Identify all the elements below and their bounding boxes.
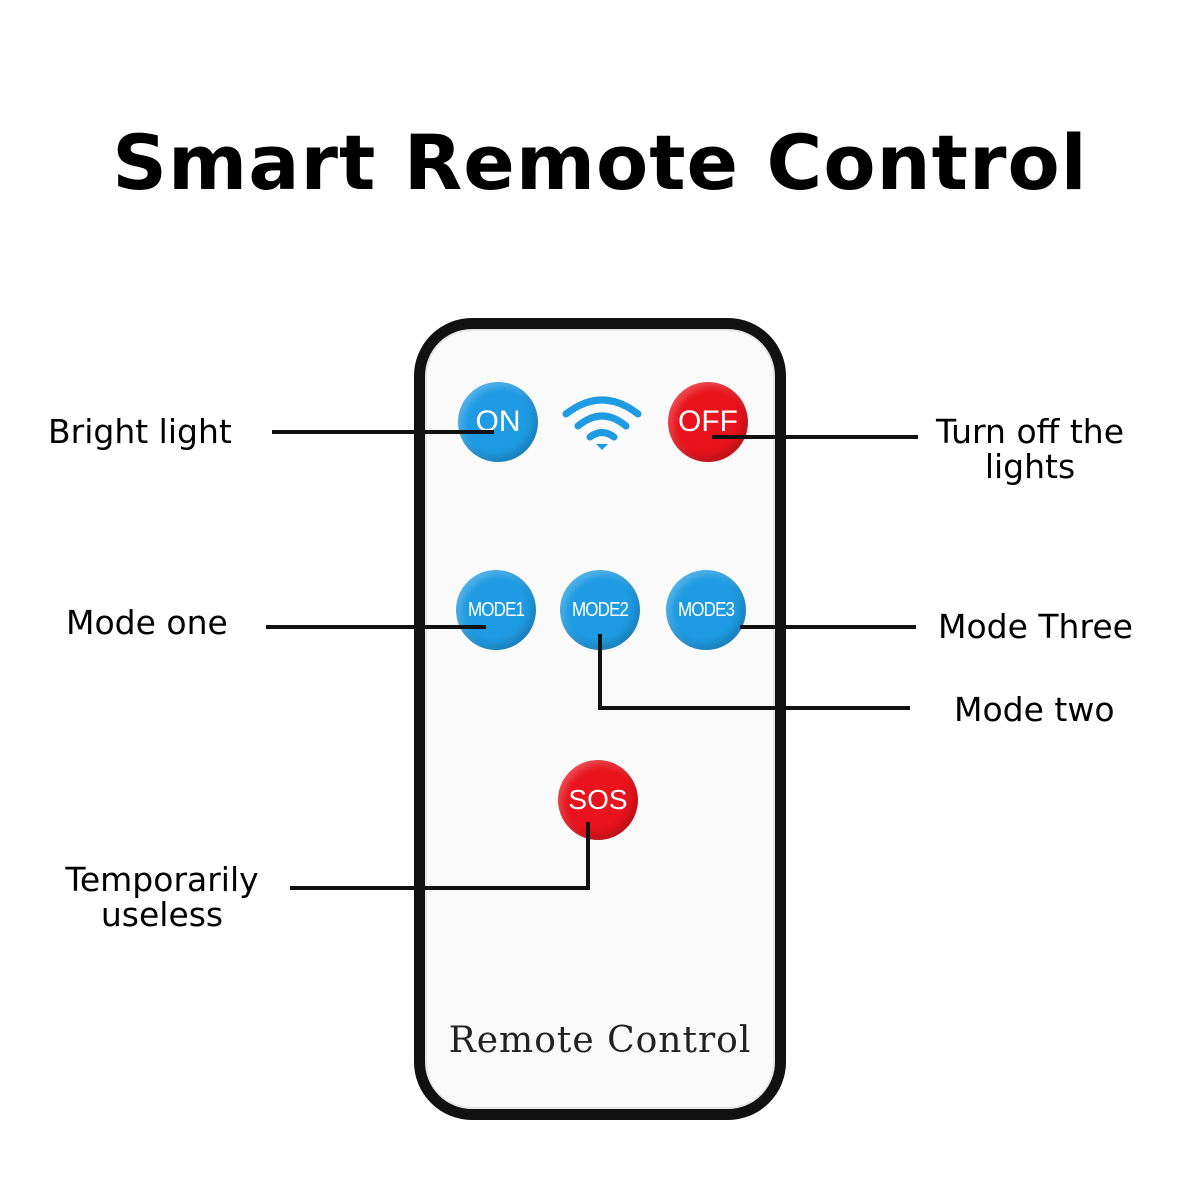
label-mode-three: Mode Three	[938, 607, 1133, 646]
label-bright-light: Bright light	[48, 412, 232, 451]
mode1-button[interactable]: MODE1	[456, 570, 536, 650]
mode1-button-label: MODE1	[467, 598, 525, 621]
off-button[interactable]: OFF	[668, 382, 748, 462]
page-title: Smart Remote Control	[112, 118, 1088, 207]
label-temporarily-useless: Temporarily useless	[52, 862, 272, 932]
off-button-label: OFF	[678, 405, 738, 438]
on-button-label: ON	[475, 405, 521, 438]
mode3-button-label: MODE3	[677, 598, 735, 621]
label-mode-two: Mode two	[954, 690, 1115, 729]
label-turn-off-line2: lights	[984, 447, 1076, 486]
label-mode-one: Mode one	[66, 603, 228, 642]
on-button[interactable]: ON	[458, 382, 538, 462]
wifi-icon	[562, 396, 642, 450]
label-turn-off-line1: Turn off the	[935, 412, 1125, 451]
label-sos-line2: useless	[100, 895, 224, 934]
sos-button[interactable]: SOS	[558, 760, 638, 840]
remote-brand-text: Remote Control	[448, 1020, 752, 1061]
label-turn-off: Turn off the lights	[930, 414, 1130, 484]
mode3-button[interactable]: MODE3	[666, 570, 746, 650]
mode2-button-label: MODE2	[571, 598, 629, 621]
mode2-button[interactable]: MODE2	[560, 570, 640, 650]
sos-button-label: SOS	[568, 784, 628, 815]
label-sos-line1: Temporarily	[65, 860, 259, 899]
